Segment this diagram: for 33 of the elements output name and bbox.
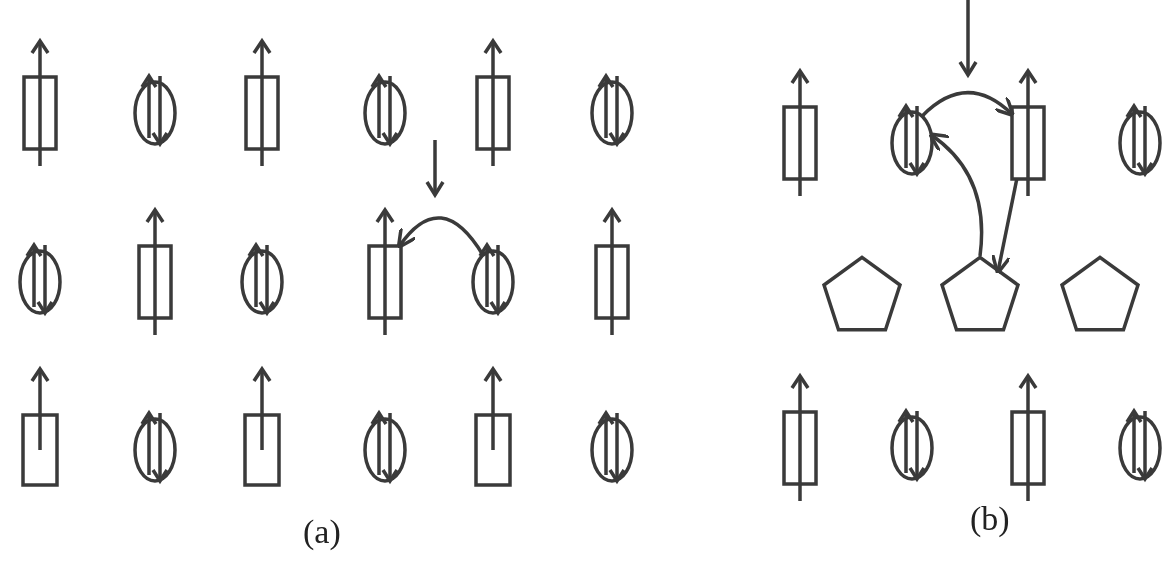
lattice-site-ellipse xyxy=(892,417,932,479)
lattice-site-ellipse xyxy=(365,419,405,481)
lattice-site-ellipse xyxy=(1120,417,1160,479)
lattice-site-rectangle xyxy=(246,77,278,149)
hopping-arrow xyxy=(928,132,984,257)
hopping-arrow xyxy=(990,178,1019,276)
lattice-site-ellipse xyxy=(1120,112,1160,174)
lattice-site-ellipse xyxy=(365,82,405,144)
lattice-site-rectangle xyxy=(596,246,628,318)
lattice-site-ellipse xyxy=(592,82,632,144)
panel-label: (b) xyxy=(970,502,1010,536)
lattice-site-rectangle xyxy=(476,415,510,485)
pentagon-site xyxy=(822,256,902,334)
lattice-site-ellipse xyxy=(892,112,932,174)
lattice-site-ellipse xyxy=(20,251,60,313)
lattice-site-rectangle xyxy=(784,412,816,484)
lattice-site-rectangle xyxy=(1012,107,1044,179)
lattice-site-ellipse xyxy=(135,82,175,144)
lattice-site-rectangle xyxy=(24,77,56,149)
lattice-site-rectangle xyxy=(139,246,171,318)
lattice-site-rectangle xyxy=(477,77,509,149)
pentagon-site xyxy=(940,256,1020,334)
lattice-site-rectangle xyxy=(23,415,57,485)
lattice-site-rectangle xyxy=(369,246,401,318)
lattice-site-rectangle xyxy=(784,107,816,179)
lattice-site-rectangle xyxy=(1012,412,1044,484)
pentagon-site xyxy=(1060,256,1140,334)
panel-label: (a) xyxy=(303,515,341,549)
lattice-site-ellipse xyxy=(592,419,632,481)
lattice-site-ellipse xyxy=(242,251,282,313)
lattice-site-ellipse xyxy=(135,419,175,481)
lattice-site-ellipse xyxy=(473,251,513,313)
lattice-site-rectangle xyxy=(245,415,279,485)
